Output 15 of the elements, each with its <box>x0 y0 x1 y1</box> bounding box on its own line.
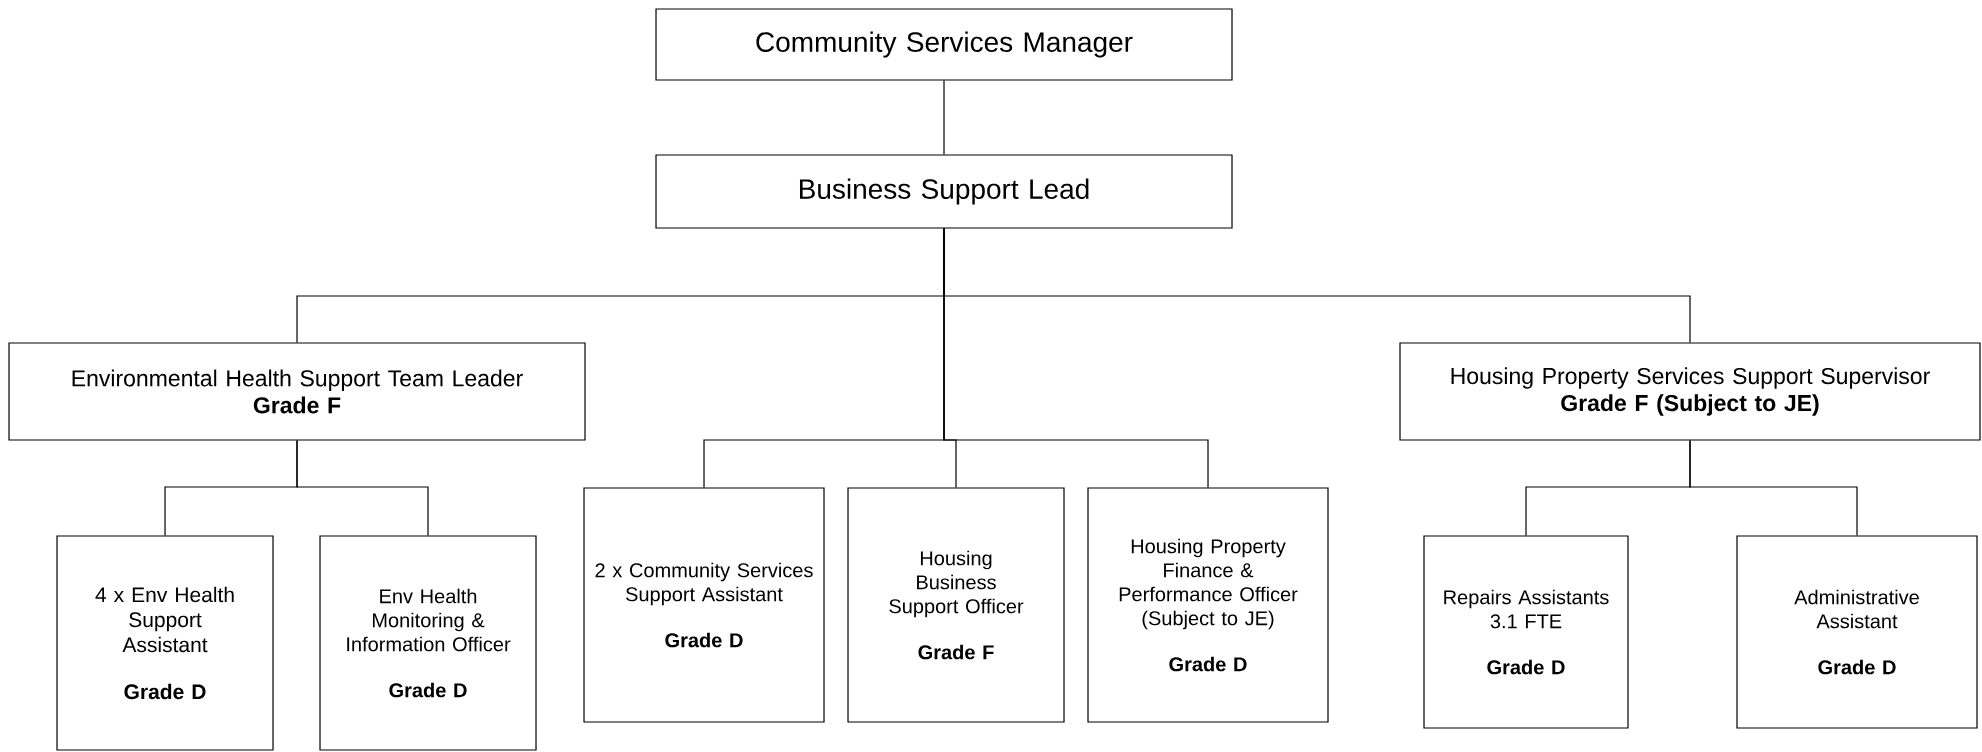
connector-line <box>943 80 945 155</box>
org-box: Repairs Assistants 3.1 FTE Grade D <box>1423 535 1629 729</box>
org-box: Housing Property Finance & Performance Officer (Subject to JE) Grade D <box>1087 487 1329 723</box>
org-box: 2 x Community Services Support Assistant Grade D <box>583 487 825 723</box>
connector-line <box>1689 440 1858 536</box>
org-box: Housing Business Support Officer Grade F <box>847 487 1065 723</box>
org-box: Env Health Monitoring & Information Officer Grade D <box>319 535 537 751</box>
org-box: Community Services Manager <box>655 8 1233 81</box>
connector-line <box>943 228 1691 343</box>
connector-line <box>296 440 429 536</box>
org-box: Business Support Lead <box>655 154 1233 229</box>
org-box: Administrative Assistant Grade D <box>1736 535 1978 729</box>
org-box: Environmental Health Support Team Leader Grade F <box>8 342 586 441</box>
org-box: Housing Property Services Support Supervisor Grade F (Subject to JE) <box>1399 342 1981 441</box>
org-box: 4 x Env Health Support Assistant Grade D <box>56 535 274 751</box>
